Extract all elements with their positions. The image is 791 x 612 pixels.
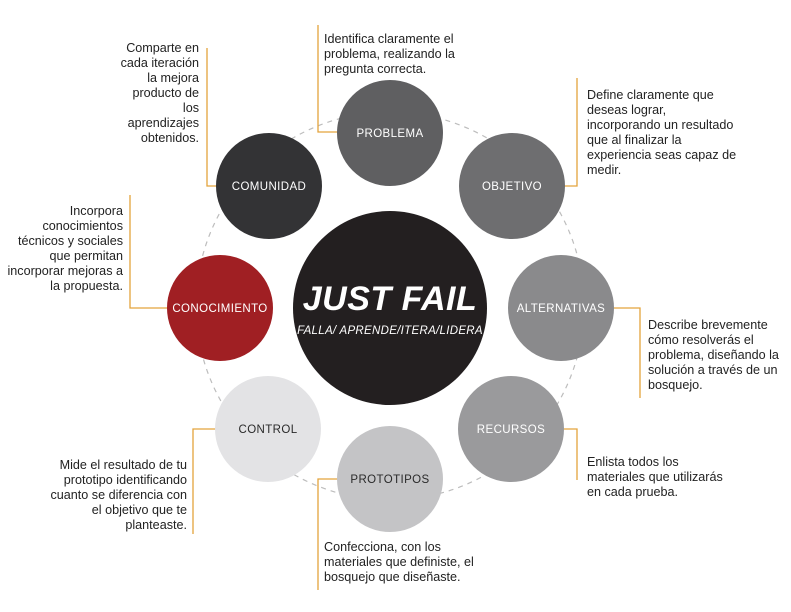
node-label-objetivo: OBJETIVO: [482, 181, 542, 193]
node-control: CONTROL: [215, 376, 321, 482]
description-control: Mide el resultado de tu prototipo identi…: [50, 458, 187, 532]
node-label-prototipos: PROTOTIPOS: [350, 474, 429, 486]
description-objetivo: Define claramente que deseas lograr, inc…: [587, 88, 737, 177]
node-recursos: RECURSOS: [458, 376, 564, 482]
description-alternativas: Describe brevemente cómo resolverás el p…: [648, 318, 779, 392]
description-conocimiento: Incorpora conocimientos técnicos y socia…: [7, 204, 124, 293]
node-objetivo: OBJETIVO: [459, 133, 565, 239]
description-comunidad: Comparte en cada iteración la mejora pro…: [120, 41, 199, 145]
node-conocimiento: CONOCIMIENTO: [167, 255, 273, 361]
node-label-problema: PROBLEMA: [356, 128, 423, 140]
node-label-recursos: RECURSOS: [477, 424, 545, 436]
center-node: JUST FAIL FALLA/ APRENDE/ITERA/LIDERA: [293, 211, 487, 405]
node-comunidad: COMUNIDAD: [216, 133, 322, 239]
node-label-control: CONTROL: [238, 424, 297, 436]
node-label-alternativas: ALTERNATIVAS: [517, 303, 606, 315]
description-recursos: Enlista todos los materiales que utiliza…: [587, 455, 723, 499]
description-problema: Identifica claramente el problema, reali…: [324, 32, 455, 76]
node-label-conocimiento: CONOCIMIENTO: [172, 303, 267, 315]
node-alternativas: ALTERNATIVAS: [508, 255, 614, 361]
center-subtitle: FALLA/ APRENDE/ITERA/LIDERA: [297, 325, 483, 337]
description-prototipos: Confecciona, con los materiales que defi…: [324, 540, 474, 584]
node-problema: PROBLEMA: [337, 80, 443, 186]
center-title: JUST FAIL: [303, 280, 478, 318]
node-prototipos: PROTOTIPOS: [337, 426, 443, 532]
node-label-comunidad: COMUNIDAD: [232, 181, 307, 193]
